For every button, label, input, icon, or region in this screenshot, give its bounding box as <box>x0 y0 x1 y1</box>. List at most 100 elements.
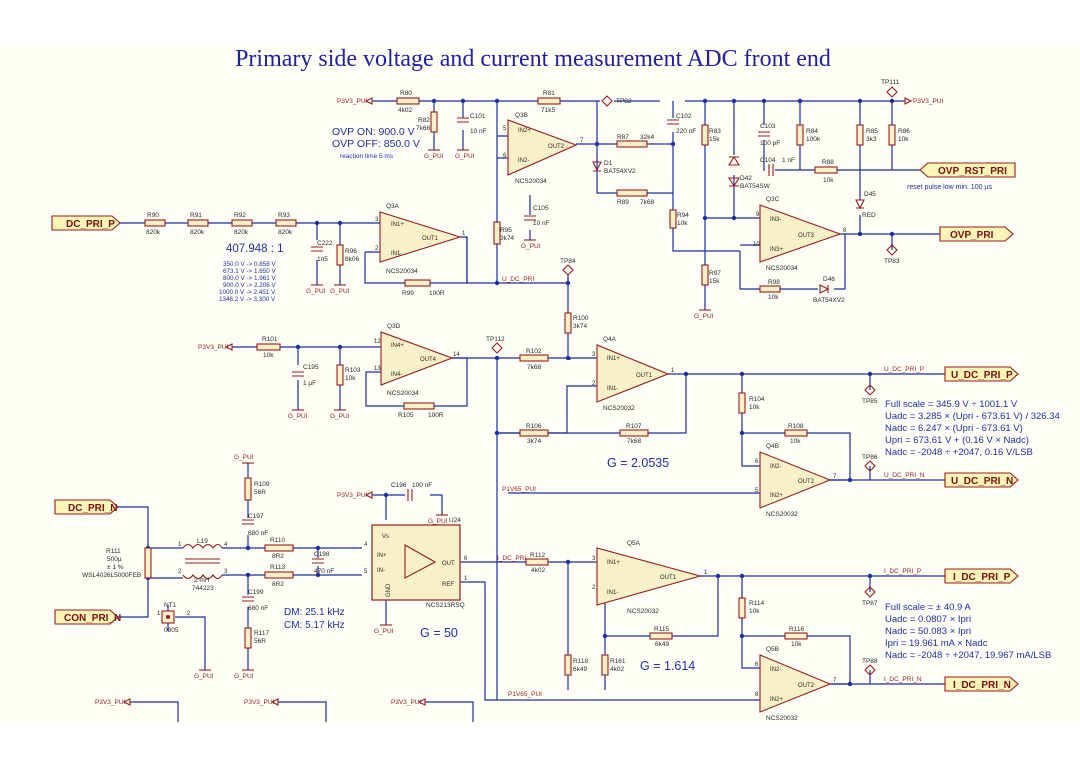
r90-body[interactable] <box>144 219 166 227</box>
c105-val: 10 nF <box>533 220 550 227</box>
r113-body[interactable] <box>264 571 294 579</box>
tp82-mark[interactable] <box>601 95 613 107</box>
d42-upper[interactable] <box>728 155 740 166</box>
r116-body[interactable] <box>784 632 808 640</box>
r103-body[interactable] <box>336 364 344 386</box>
inductor-l19[interactable] <box>182 543 223 580</box>
r118-body[interactable] <box>564 654 572 676</box>
d45-body[interactable] <box>855 199 865 210</box>
c104-body[interactable] <box>768 164 774 176</box>
tp88-mark[interactable] <box>864 664 876 676</box>
r112-val: 4k02 <box>531 567 545 574</box>
r91-body[interactable] <box>187 219 209 227</box>
r83-body[interactable] <box>701 124 709 146</box>
r95-body[interactable] <box>493 221 501 245</box>
port-ovp-pri[interactable]: OVP_PRI <box>939 226 1014 242</box>
r81-body[interactable] <box>537 97 561 105</box>
port-i-dc-pri-p[interactable]: I_DC_PRI_P <box>944 568 1019 584</box>
c222-body[interactable] <box>311 246 323 252</box>
r84-body[interactable] <box>796 124 804 146</box>
r96-body[interactable] <box>336 244 344 266</box>
port-u-dc-pri-p[interactable]: U_DC_PRI_P <box>944 366 1019 382</box>
tp111-mark[interactable] <box>886 86 898 98</box>
d46-body[interactable] <box>819 284 830 294</box>
r102-body[interactable] <box>519 354 549 362</box>
net-p1v65-u: P1V65_PUI <box>502 486 536 493</box>
r161-body[interactable] <box>601 654 609 676</box>
r108-body[interactable] <box>784 429 808 437</box>
r107-body[interactable] <box>619 429 649 437</box>
r114-body[interactable] <box>738 597 746 619</box>
p3v3-arrow-top <box>364 97 373 105</box>
tp112-mark[interactable] <box>491 342 503 354</box>
q3d-inp: IN4+ <box>391 343 404 349</box>
svg-text:7: 7 <box>833 678 837 684</box>
r86-ref: R86 <box>898 128 910 135</box>
port-dc-pri-n[interactable]: DC_PRI_N <box>54 499 119 515</box>
testpoint-labels: TP82 TP83 TP84 TP85 TP86 TP87 TP88 TP111… <box>486 79 900 665</box>
r88-body[interactable] <box>814 166 838 174</box>
port-con-pri-n[interactable]: CON_PRI_N <box>54 609 121 625</box>
tp83-mark[interactable] <box>886 244 898 256</box>
port-u-dc-pri-n[interactable]: U_DC_PRI_N <box>944 472 1019 488</box>
r115-body[interactable] <box>649 632 673 640</box>
q3b-body[interactable] <box>507 119 578 176</box>
r117-body[interactable] <box>244 627 252 649</box>
r92-body[interactable] <box>231 219 253 227</box>
port-ovp-pri-label: OVP_PRI <box>950 230 994 241</box>
q5b-body[interactable] <box>759 654 832 713</box>
r94-body[interactable] <box>669 209 677 229</box>
r99-body[interactable] <box>404 279 431 287</box>
r93-body[interactable] <box>275 219 297 227</box>
svg-text:6: 6 <box>503 153 507 159</box>
c103-body[interactable] <box>758 131 770 137</box>
tp87-mark[interactable] <box>864 586 876 598</box>
r101-body[interactable] <box>256 343 281 351</box>
r89-val: 7k68 <box>640 199 654 206</box>
d1-body[interactable] <box>592 161 602 172</box>
r89-body[interactable] <box>616 189 648 197</box>
q3d-body[interactable] <box>380 331 454 386</box>
q3c-body[interactable] <box>759 204 842 263</box>
tp85-mark[interactable] <box>864 384 876 396</box>
r86-body[interactable] <box>888 124 896 146</box>
q3a-body[interactable] <box>379 211 462 263</box>
c102-body[interactable] <box>667 119 679 125</box>
r105-val: 100R <box>428 412 444 419</box>
r110-body[interactable] <box>264 544 294 552</box>
c105-body[interactable] <box>524 215 536 221</box>
r98-body[interactable] <box>759 285 781 293</box>
q5a-body[interactable] <box>596 547 703 606</box>
c197-body[interactable] <box>242 519 254 525</box>
r104-body[interactable] <box>738 392 746 414</box>
r82-body[interactable] <box>430 111 438 133</box>
r109-body[interactable] <box>244 477 252 501</box>
port-dc-pri-p[interactable]: DC_PRI_P <box>51 215 121 231</box>
r100-body[interactable] <box>564 312 572 334</box>
r87-body[interactable] <box>616 140 648 148</box>
port-ovp-rst-pri[interactable]: OVP_RST_PRI <box>919 162 1016 178</box>
r85-body[interactable] <box>856 124 864 146</box>
c199-body[interactable] <box>242 596 254 602</box>
svg-text:5: 5 <box>755 488 759 494</box>
r105-body[interactable] <box>403 402 435 410</box>
c195-body[interactable] <box>292 371 304 377</box>
u24-body[interactable] <box>371 524 461 601</box>
port-i-dc-pri-n-label: I_DC_PRI_N <box>953 680 1011 691</box>
q4b-body[interactable] <box>759 451 832 509</box>
c198-body[interactable] <box>312 558 324 564</box>
tp86-mark[interactable] <box>864 460 876 472</box>
port-i-dc-pri-n[interactable]: I_DC_PRI_N <box>944 676 1019 692</box>
r97-body[interactable] <box>701 264 709 286</box>
r106-body[interactable] <box>519 429 549 437</box>
c196-body[interactable] <box>407 489 413 501</box>
c101-body[interactable] <box>457 117 469 123</box>
tp84-mark[interactable] <box>562 264 574 276</box>
d42-lower[interactable] <box>728 177 740 188</box>
q5a-part: NCS20032 <box>627 608 659 615</box>
q4a-body[interactable] <box>596 344 670 403</box>
net-i-dc-pri-p: I_DC_PRI_P <box>884 568 921 575</box>
r112-body[interactable] <box>525 558 549 566</box>
r80-body[interactable] <box>396 97 420 105</box>
r111-body[interactable] <box>144 547 152 579</box>
